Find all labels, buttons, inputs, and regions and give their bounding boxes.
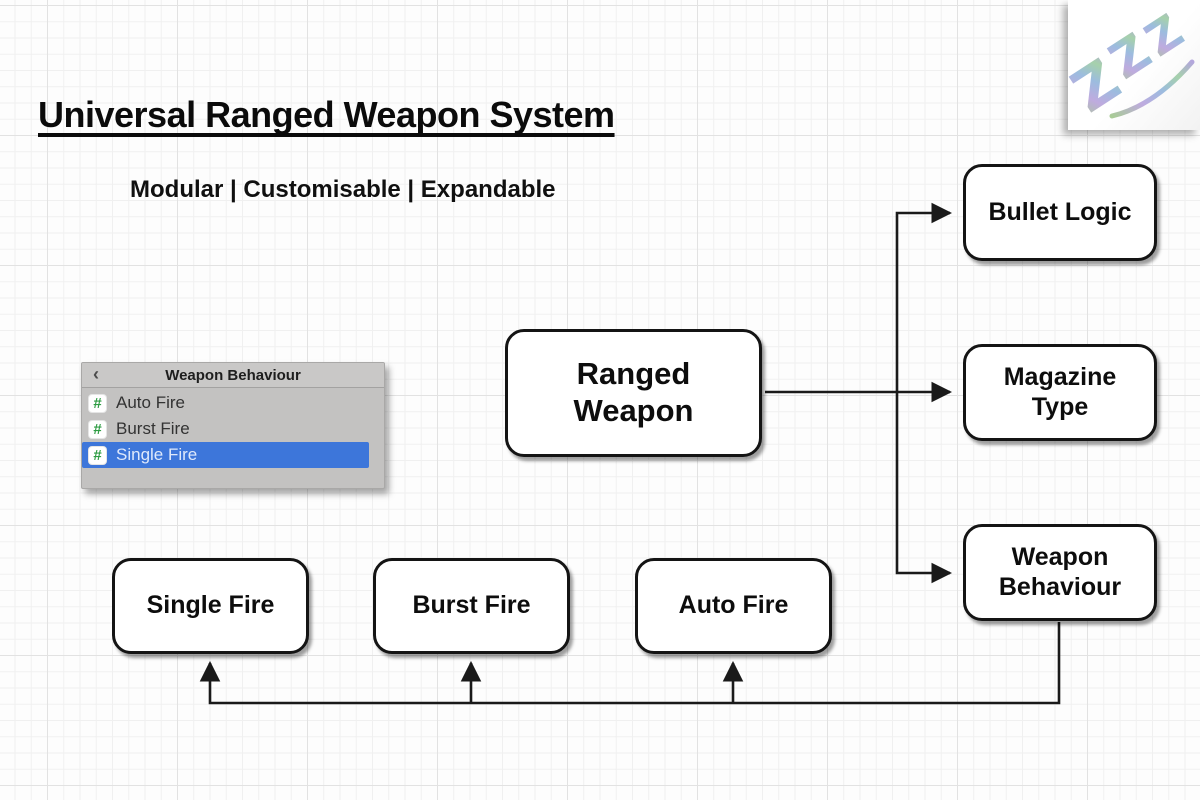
back-chevron-icon[interactable]: ‹	[93, 364, 99, 384]
page-title: Universal Ranged Weapon System	[38, 94, 615, 135]
panel-title: Weapon Behaviour	[165, 366, 301, 384]
page-subtitle: Modular | Customisable | Expandable	[130, 176, 556, 203]
list-item-auto-fire[interactable]: # Auto Fire	[82, 390, 384, 416]
panel-list: # Auto Fire # Burst Fire # Single Fire	[82, 388, 384, 468]
connector-trunk-to-bullet-logic	[895, 202, 953, 392]
list-item-single-fire[interactable]: # Single Fire	[82, 442, 369, 468]
connector-trunk-to-weapon-behaviour	[895, 392, 953, 584]
node-magazine-type: Magazine Type	[963, 344, 1157, 441]
node-weapon-behaviour: Weapon Behaviour	[963, 524, 1157, 621]
weapon-behaviour-panel: ‹ Weapon Behaviour # Auto Fire # Burst F…	[81, 362, 385, 489]
hash-icon: #	[88, 393, 107, 413]
node-ranged-weapon: Ranged Weapon	[505, 329, 762, 457]
list-item-burst-fire[interactable]: # Burst Fire	[82, 416, 384, 442]
node-bullet-logic: Bullet Logic	[963, 164, 1157, 261]
node-single-fire: Single Fire	[112, 558, 309, 654]
list-item-label: Burst Fire	[116, 419, 190, 438]
node-auto-fire: Auto Fire	[635, 558, 832, 654]
list-item-label: Single Fire	[116, 445, 198, 464]
hash-icon: #	[88, 445, 107, 465]
panel-header: ‹ Weapon Behaviour	[82, 363, 384, 388]
swoosh-underline	[1109, 59, 1195, 119]
list-item-label: Auto Fire	[116, 393, 185, 412]
zzz-sticker: Z Z Z	[1060, 0, 1200, 130]
hash-icon: #	[88, 419, 107, 439]
node-burst-fire: Burst Fire	[373, 558, 570, 654]
connector-behaviour-to-single-fire	[199, 622, 1061, 705]
zzz-art: Z Z Z	[1060, 3, 1195, 126]
